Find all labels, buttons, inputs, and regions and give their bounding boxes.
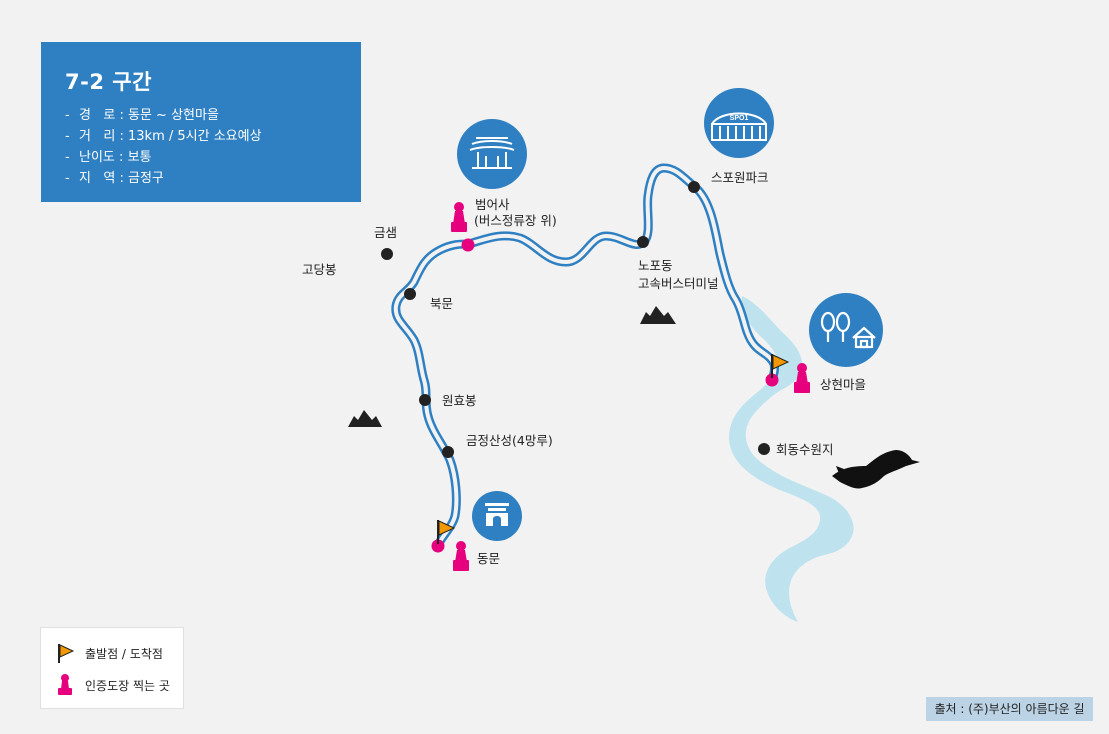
info-label-distance: 거 리 xyxy=(79,129,116,144)
label-nopodong: 노포동 xyxy=(638,258,673,273)
legend-start-end-label: 출발점 / 도착점 xyxy=(85,646,163,661)
flag-icon xyxy=(58,644,75,663)
label-wonhyobong: 원효봉 xyxy=(442,393,477,408)
label-sanghyeon: 상현마을 xyxy=(820,377,867,392)
label-sanseong: 금정산성(4망루) xyxy=(466,433,553,448)
info-value-route: 동문 ~ 상현마을 xyxy=(128,108,219,123)
info-row-distance: -거 리 : 13km / 5시간 소요예상 xyxy=(65,126,361,147)
hoedong-reservoir xyxy=(729,296,854,622)
label-beomeosa-sub: (버스정류장 위) xyxy=(474,213,557,228)
info-label-difficulty: 난이도 xyxy=(79,150,115,165)
legend-row-stamp: 인증도장 찍는 곳 xyxy=(55,674,170,696)
beomeosa-stamp-icon xyxy=(451,202,467,232)
info-value-region: 금정구 xyxy=(128,171,164,186)
label-geumsaem: 금샘 xyxy=(374,225,398,240)
dongmun-route-point xyxy=(431,539,445,553)
village-icon xyxy=(809,293,883,367)
hoedong-dot xyxy=(758,443,770,455)
info-colon: : xyxy=(119,108,124,123)
label-hoedong: 회동수원지 xyxy=(776,442,834,457)
info-value-difficulty: 보통 xyxy=(127,150,152,165)
info-colon: : xyxy=(119,150,124,165)
section-info-box: 7-2 구간 -경 로 : 동문 ~ 상현마을 -거 리 : 13km / 5시… xyxy=(41,42,361,202)
info-dash: - xyxy=(65,108,70,123)
label-godangbong: 고당봉 xyxy=(302,262,337,277)
stamp-icon xyxy=(58,674,72,695)
mountain-icon-2 xyxy=(640,306,676,324)
label-beomeosa: 범어사 xyxy=(475,197,510,212)
mountain-icon-1 xyxy=(348,410,382,427)
info-row-difficulty: -난이도 : 보통 xyxy=(65,147,361,168)
section-title: 7-2 구간 xyxy=(65,70,152,94)
geumsaem-dot xyxy=(381,248,393,260)
info-row-region: -지 역 : 금정구 xyxy=(65,168,361,189)
sanseong-dot xyxy=(442,446,454,458)
label-dongmun: 동문 xyxy=(477,551,501,566)
label-nopodong-terminal: 고속버스터미널 xyxy=(638,276,719,291)
temple-icon xyxy=(457,119,527,189)
sanghyeon-route-point xyxy=(765,373,779,387)
end-flag-icon xyxy=(771,354,790,378)
info-dash: - xyxy=(65,171,70,186)
info-dash: - xyxy=(65,129,70,144)
info-row-route: -경 로 : 동문 ~ 상현마을 xyxy=(65,105,361,126)
gate-icon xyxy=(472,491,522,541)
legend-row-flag: 출발점 / 도착점 xyxy=(55,642,163,664)
info-colon: : xyxy=(119,171,124,186)
sanghyeon-stamp-icon xyxy=(794,363,810,393)
stadium-icon: SPO1 xyxy=(704,88,774,158)
bukmun-dot xyxy=(404,288,416,300)
source-credit: 출처 : (주)부산의 아름다운 길 xyxy=(926,697,1093,721)
nopodong-dot xyxy=(637,236,649,248)
sports-park-dot xyxy=(688,181,700,193)
info-label-region: 지 역 xyxy=(79,171,116,186)
start-flag-icon xyxy=(437,520,456,544)
map-legend: 출발점 / 도착점 인증도장 찍는 곳 xyxy=(40,627,184,709)
beomeosa-route-point xyxy=(461,238,475,252)
wonhyobong-dot xyxy=(419,394,431,406)
info-colon: : xyxy=(119,129,124,144)
bird-icon xyxy=(832,450,920,489)
info-label-route: 경 로 xyxy=(79,108,116,123)
info-dash: - xyxy=(65,150,70,165)
info-value-distance: 13km / 5시간 소요예상 xyxy=(128,129,262,144)
stadium-sign: SPO1 xyxy=(730,115,749,122)
label-bukmun: 북문 xyxy=(430,296,454,311)
label-sports-park: 스포원파크 xyxy=(711,170,769,185)
dongmun-stamp-icon xyxy=(453,541,469,571)
legend-stamp-label: 인증도장 찍는 곳 xyxy=(85,678,170,693)
